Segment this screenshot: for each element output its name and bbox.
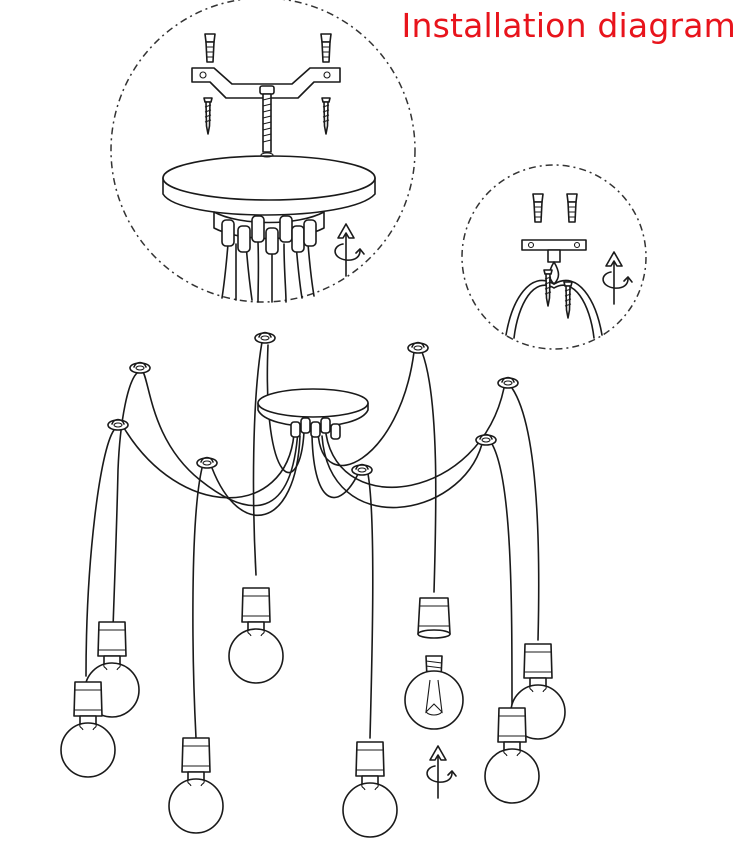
cords [85, 341, 540, 739]
spider-chandelier [60, 331, 566, 838]
empty-socket [417, 597, 451, 639]
bulb [228, 587, 284, 684]
diagram-title: Installation diagram [401, 6, 736, 45]
edison-bulb [404, 655, 464, 730]
rotate-arrow-icon [426, 745, 457, 799]
bulb [168, 737, 224, 834]
ceiling-bracket-detail [110, 0, 416, 303]
bulb [342, 741, 398, 838]
canopy [257, 388, 369, 440]
hook-mount-detail [461, 164, 647, 350]
